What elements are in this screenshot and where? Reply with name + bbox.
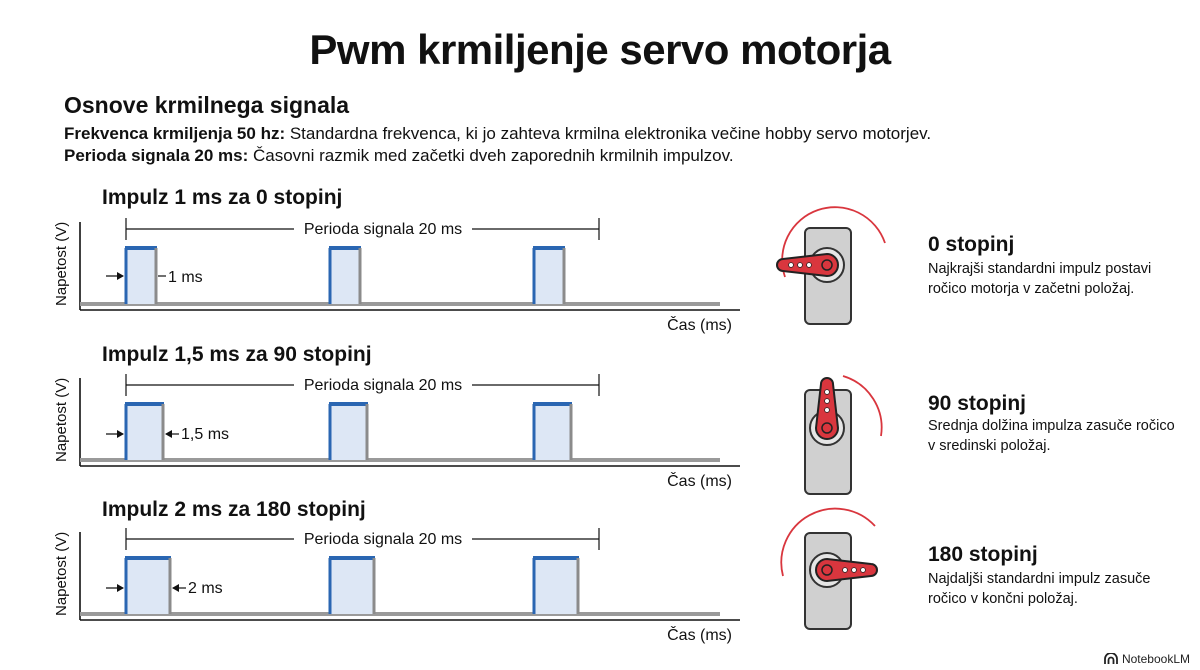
- pulse-area: [330, 558, 374, 614]
- x-axis-label: Čas (ms): [667, 625, 732, 644]
- pulse-width-marker: [106, 272, 166, 280]
- arrow-head: [117, 584, 124, 592]
- pulse-area: [330, 404, 367, 460]
- pulse-width-marker: [106, 584, 186, 592]
- rotation-arc: [842, 375, 883, 437]
- servo-motor-icon: [780, 507, 878, 630]
- basics-heading: Osnove krmilnega signala: [64, 92, 350, 118]
- period-definition: Perioda signala 20 ms: Časovni razmik me…: [64, 146, 734, 166]
- servo-horn: [776, 252, 839, 278]
- period-label: Perioda signala 20 ms: [304, 377, 462, 394]
- period-label: Perioda signala 20 ms: [304, 531, 462, 548]
- position-description-2: Najdaljši standardni impulz zasuče ročic…: [928, 571, 1151, 607]
- frequency-label: Frekvenca krmiljenja 50 hz:: [64, 124, 286, 143]
- notebooklm-logo-icon: [1104, 653, 1118, 664]
- pulse-area: [330, 248, 360, 304]
- period-marker: Perioda signala 20 ms: [125, 374, 600, 396]
- position-title-1: 90 stopinj: [928, 392, 1027, 415]
- position-title-2: 180 stopinj: [928, 543, 1038, 566]
- x-axis-label: Čas (ms): [667, 471, 732, 490]
- arrow-head: [117, 430, 124, 438]
- y-axis-label: Napetost (V): [53, 222, 70, 306]
- y-axis-label: Napetost (V): [53, 378, 70, 462]
- pulse-width-marker: [106, 430, 179, 438]
- pulse-width-label: 2 ms: [188, 580, 223, 597]
- period-label: Perioda signala 20 ms:: [64, 146, 249, 165]
- period-marker: Perioda signala 20 ms: [125, 218, 600, 240]
- brand-badge: NotebookLM: [1104, 652, 1190, 666]
- position-title-0: 0 stopinj: [928, 233, 1015, 256]
- y-axis-label: Napetost (V): [53, 532, 70, 616]
- page-title: Pwm krmiljenje servo motorja: [309, 26, 891, 73]
- pulse-area: [534, 558, 578, 614]
- servo-horn: [814, 377, 840, 440]
- pulse-chart-2: Napetost (V) Perioda signala 20 ms 1,5 m…: [53, 374, 740, 490]
- pulse-title-1: Impulz 1 ms za 0 stopinj: [102, 186, 343, 209]
- pulse-chart-3: Napetost (V) Perioda signala 20 ms 2 ms …: [53, 528, 740, 644]
- pulse-area: [126, 248, 156, 304]
- pulse-title-3: Impulz 2 ms za 180 stopinj: [102, 498, 366, 521]
- servo-motor-icon: [776, 206, 886, 325]
- servo-horn: [815, 557, 878, 583]
- pulse-width-label: 1,5 ms: [181, 426, 229, 443]
- period-label: Perioda signala 20 ms: [304, 221, 462, 238]
- x-axis-label: Čas (ms): [667, 315, 732, 334]
- arrow-head: [172, 584, 179, 592]
- pulse-area: [534, 248, 564, 304]
- pulse-title-2: Impulz 1,5 ms za 90 stopinj: [102, 343, 372, 366]
- position-description-0: Najkrajši standardni impulz postavi roči…: [928, 261, 1152, 297]
- frequency-text: Standardna frekvenca, ki jo zahteva krmi…: [285, 124, 932, 143]
- period-marker: Perioda signala 20 ms: [125, 528, 600, 550]
- pulse-train: [80, 556, 720, 616]
- pulse-area: [534, 404, 571, 460]
- rotation-arc: [781, 206, 886, 278]
- rotation-arc: [780, 507, 876, 577]
- pulse-train: [80, 402, 720, 462]
- brand-name: NotebookLM: [1121, 652, 1190, 666]
- pulse-train: [80, 246, 720, 306]
- servo-motor-icon: [804, 375, 883, 495]
- position-description-1: Srednja dolžina impulza zasuče ročico v …: [928, 418, 1175, 454]
- pulse-area: [126, 404, 163, 460]
- period-text: Časovni razmik med začetki dveh zaporedn…: [248, 146, 734, 165]
- arrow-head: [165, 430, 172, 438]
- pulse-width-label: 1 ms: [168, 269, 203, 286]
- arrow-head: [117, 272, 124, 280]
- pulse-area: [126, 558, 170, 614]
- pulse-chart-1: Napetost (V) Perioda signala 20 ms 1 ms …: [53, 218, 740, 334]
- frequency-definition: Frekvenca krmiljenja 50 hz: Standardna f…: [64, 124, 931, 144]
